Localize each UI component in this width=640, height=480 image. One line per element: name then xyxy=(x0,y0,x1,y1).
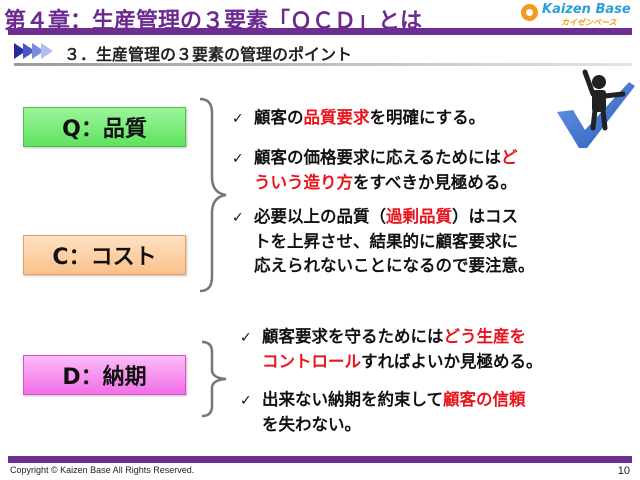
label-delivery: D：納期 xyxy=(23,355,186,395)
bullet-text: 顧客要求を守るためには xyxy=(262,327,444,346)
checkmark-icon: ✓ xyxy=(232,111,244,127)
bullet-line: を失わない。 xyxy=(240,413,526,437)
copyright-text: Copyright © Kaizen Base All Rights Reser… xyxy=(10,465,195,475)
emphasis-text: 顧客の信頼 xyxy=(443,390,526,409)
bullet-text: を明確にする。 xyxy=(369,108,486,127)
section-subtitle: ３．生産管理の３要素の管理のポイント xyxy=(64,45,353,64)
label-quality: Q：品質 xyxy=(23,107,186,147)
section-underline xyxy=(14,63,632,66)
bullet-text: 顧客の価格要求に応えるためには xyxy=(254,148,502,167)
bullet-text: 応えられないことになるので要注意。 xyxy=(254,256,535,275)
emphasis-text: コントロール xyxy=(262,352,361,371)
emphasis-text: どう生産を xyxy=(443,327,527,346)
bullet-text: 顧客の xyxy=(254,108,304,127)
bullet-line: ✓ 顧客要求を守るためにはどう生産を xyxy=(240,325,543,350)
bullet-line: トを上昇させ、結果的に顧客要求に xyxy=(232,230,535,254)
bullet-text: をすべきか見極める。 xyxy=(353,173,517,192)
emphasis-text: 過剰品質 xyxy=(386,207,452,226)
right-brace-d xyxy=(201,340,227,418)
emphasis-text: 品質要求 xyxy=(303,108,370,127)
footer-divider xyxy=(8,456,632,463)
bullet-text: を失わない。 xyxy=(262,415,361,434)
page-number: 10 xyxy=(617,465,630,477)
bullet-line: ✓ 必要以上の品質（過剰品質）はコス xyxy=(232,205,535,230)
emphasis-text: ういう造り方 xyxy=(254,173,353,192)
bullet-text: 必要以上の品質（ xyxy=(254,207,386,226)
bullet-line: ✓ 顧客の品質要求を明確にする。 xyxy=(232,106,485,131)
bullet-line: ✓ 顧客の価格要求に応えるためにはど xyxy=(232,146,518,171)
bullet-production-control: ✓ 顧客要求を守るためにはどう生産をコントロールすればよいか見極める。 xyxy=(240,325,543,374)
bullet-text: トを上昇させ、結果的に顧客要求に xyxy=(254,232,518,251)
checkmark-icon: ✓ xyxy=(232,151,244,167)
kaizen-base-logo: Kaizen Base カイゼンベース xyxy=(521,2,636,28)
emphasis-text: ど xyxy=(501,148,518,167)
person-on-checkmark-icon xyxy=(557,69,635,148)
logo-kana: カイゼンベース xyxy=(561,18,617,27)
bullet-text: ）はコス xyxy=(452,207,518,226)
bullet-line: コントロールすればよいか見極める。 xyxy=(240,350,543,374)
bullet-quality-requirement: ✓ 顧客の品質要求を明確にする。 xyxy=(232,106,485,131)
gear-logo-icon xyxy=(521,4,538,21)
checkmark-icon: ✓ xyxy=(240,330,252,346)
right-brace-qc xyxy=(199,97,227,293)
bullet-over-quality: ✓ 必要以上の品質（過剰品質）はコストを上昇させ、結果的に顧客要求に応えられないこ… xyxy=(232,205,535,278)
bullet-text: 出来ない納期を約束して xyxy=(262,390,444,409)
header-divider xyxy=(8,28,632,35)
checkmark-icon: ✓ xyxy=(240,393,252,409)
label-cost: C：コスト xyxy=(23,235,186,275)
bullet-line: ういう造り方をすべきか見極める。 xyxy=(232,171,518,195)
logo-name: Kaizen Base xyxy=(542,2,631,17)
checkmark-icon: ✓ xyxy=(232,210,244,226)
bullet-line: ✓ 出来ない納期を約束して顧客の信頼 xyxy=(240,388,526,413)
section-heading: ３．生産管理の３要素の管理のポイント xyxy=(14,39,632,66)
bullet-text: すればよいか見極める。 xyxy=(361,352,543,371)
triple-arrow-icon xyxy=(14,43,53,59)
bullet-line: 応えられないことになるので要注意。 xyxy=(232,254,535,278)
bullet-cost-method: ✓ 顧客の価格要求に応えるためにはどういう造り方をすべきか見極める。 xyxy=(232,146,518,195)
bullet-delivery-trust: ✓ 出来ない納期を約束して顧客の信頼を失わない。 xyxy=(240,388,526,437)
